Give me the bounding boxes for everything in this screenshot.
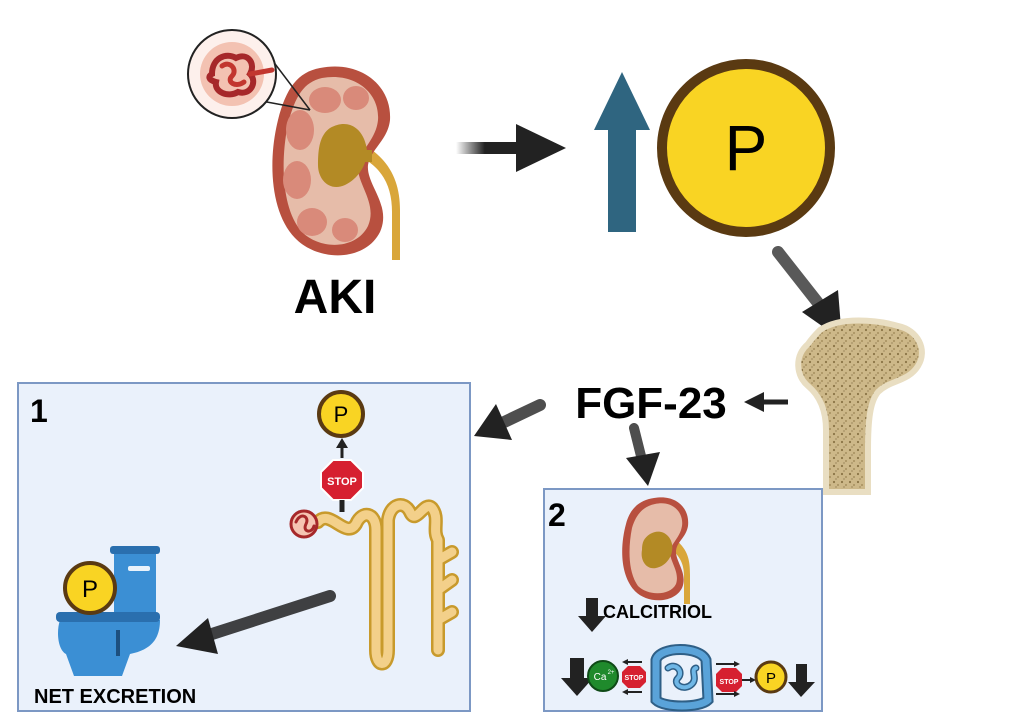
panel-1: 1 P STOP — [17, 382, 471, 712]
calcium-down-arrow-icon — [561, 658, 593, 696]
arrow-fgf23-to-panel1 — [474, 399, 546, 440]
panel-2: 2 CALCITRIOL Ca 2+ STOP — [543, 488, 823, 712]
phosphate-icon: P — [657, 59, 835, 237]
net-excretion-label: NET EXCRETION — [34, 686, 196, 708]
panel1-phosphate-icon: P — [317, 390, 365, 438]
calcium-charge: 2+ — [608, 670, 615, 676]
toilet-phosphate-icon: P — [63, 561, 117, 615]
panel1-number: 1 — [30, 393, 48, 429]
calcitriol-label: CALCITRIOL — [603, 602, 712, 622]
renal-pyramids — [283, 86, 369, 242]
panel2-phosphate-symbol: P — [766, 670, 776, 687]
intestine-icon — [650, 644, 714, 712]
panel2-phosphate-icon: P — [754, 660, 788, 694]
arrow-fgf23-to-panel2 — [626, 423, 660, 486]
calcium-label: Ca — [594, 672, 607, 683]
aki-label: AKI — [294, 271, 377, 324]
stop-sign-icon: STOP — [622, 659, 646, 695]
toilet-icon — [56, 546, 160, 676]
panel1-stop-label: STOP — [327, 476, 357, 488]
panel2-kidney-icon — [622, 497, 690, 604]
panel2-stop-label-1: STOP — [625, 675, 644, 682]
arrow-nephron-to-toilet — [176, 590, 336, 654]
phosphate-symbol: P — [725, 112, 768, 184]
stop-sign-icon: STOP — [716, 661, 756, 697]
phosphate-down-arrow-icon — [788, 664, 815, 697]
glomerulus-inset-icon — [187, 29, 311, 119]
panel1-phosphate-symbol: P — [334, 402, 349, 427]
up-arrow-icon — [594, 72, 650, 232]
stop-sign-icon: STOP — [320, 459, 364, 501]
arrow-aki-to-phosphate — [456, 124, 566, 172]
nephron-icon — [289, 498, 459, 671]
calcitriol-down-arrow-icon — [578, 598, 606, 632]
fgf23-label: FGF-23 — [575, 379, 727, 428]
toilet-phosphate-symbol: P — [82, 576, 98, 603]
kidney-icon — [272, 66, 400, 260]
arrow-bone-to-fgf23 — [744, 392, 788, 412]
bone-icon — [795, 317, 925, 495]
panel2-number: 2 — [548, 497, 566, 533]
panel2-stop-label-2: STOP — [720, 679, 739, 686]
calcium-ion-icon: Ca 2+ — [587, 660, 619, 692]
